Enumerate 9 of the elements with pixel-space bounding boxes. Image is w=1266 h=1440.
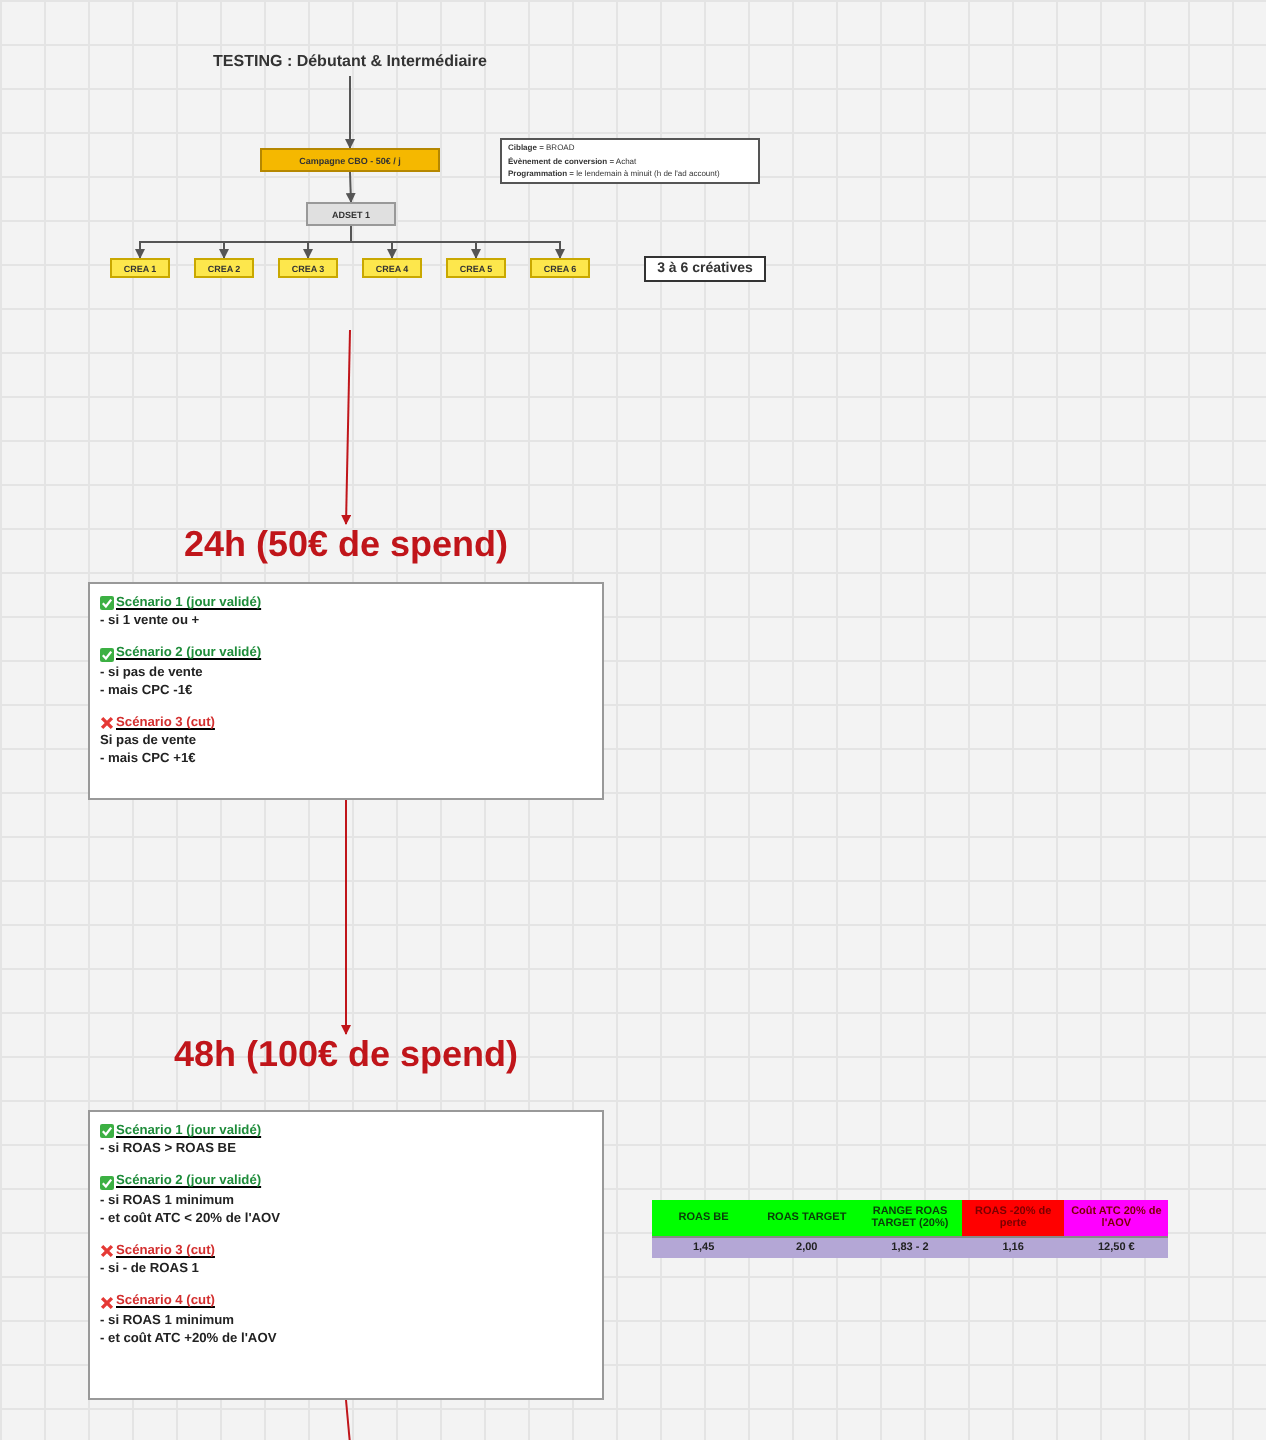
arrow	[345, 75, 355, 149]
arrow	[341, 799, 351, 1035]
diagram-title: TESTING : Débutant & Intermédiaire	[200, 52, 500, 76]
arrow	[350, 225, 565, 259]
settings-panel	[500, 138, 760, 184]
stage-heading: 48h (100€ de spend)	[171, 1034, 521, 1076]
arrow	[341, 329, 352, 525]
arrow	[345, 171, 356, 203]
stage-heading: 24h (50€ de spend)	[181, 524, 511, 566]
